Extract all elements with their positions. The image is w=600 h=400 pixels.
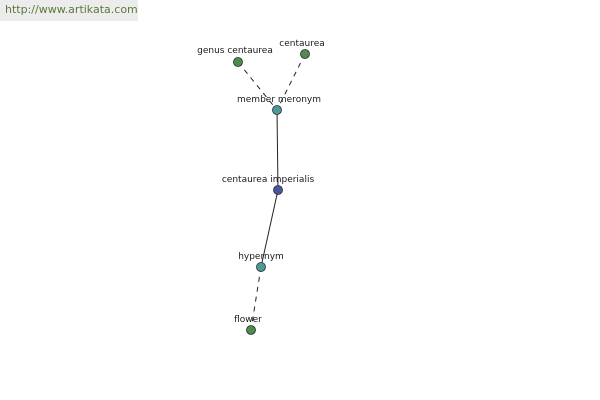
watermark-link[interactable]: http://www.artikata.com (0, 0, 138, 21)
node-marker[interactable] (256, 262, 266, 272)
edge-centaurea-to-member-meronym (276, 53, 306, 111)
node-label[interactable]: centaurea (279, 39, 325, 49)
node-label[interactable]: member meronym (237, 95, 321, 105)
nodes-layer: genus centaurea centaurea member meronym ce… (197, 39, 325, 335)
node-hypernym[interactable]: hypernym (238, 252, 284, 272)
edge-hypernym-to-flower (250, 266, 262, 331)
node-marker[interactable] (246, 325, 256, 335)
node-label[interactable]: flower (234, 315, 262, 325)
node-marker[interactable] (233, 57, 243, 67)
node-marker[interactable] (300, 49, 310, 59)
edge-genus-centaurea-to-member-meronym (237, 61, 278, 111)
node-flower[interactable]: flower (234, 315, 262, 335)
edges-layer (237, 53, 306, 331)
node-label[interactable]: genus centaurea (197, 46, 273, 56)
node-marker[interactable] (272, 105, 282, 115)
node-label[interactable]: centaurea imperialis (222, 175, 315, 185)
edge-member-meronym-to-centaurea-imperialis (276, 109, 279, 191)
node-centaurea[interactable]: centaurea (279, 39, 325, 59)
node-member-meronym[interactable]: member meronym (237, 95, 321, 115)
node-marker[interactable] (273, 185, 283, 195)
node-genus-centaurea[interactable]: genus centaurea (197, 46, 273, 67)
edge-centaurea-imperialis-to-hypernym (260, 189, 279, 268)
node-label[interactable]: hypernym (238, 252, 284, 262)
node-centaurea-imperialis[interactable]: centaurea imperialis (222, 175, 315, 195)
